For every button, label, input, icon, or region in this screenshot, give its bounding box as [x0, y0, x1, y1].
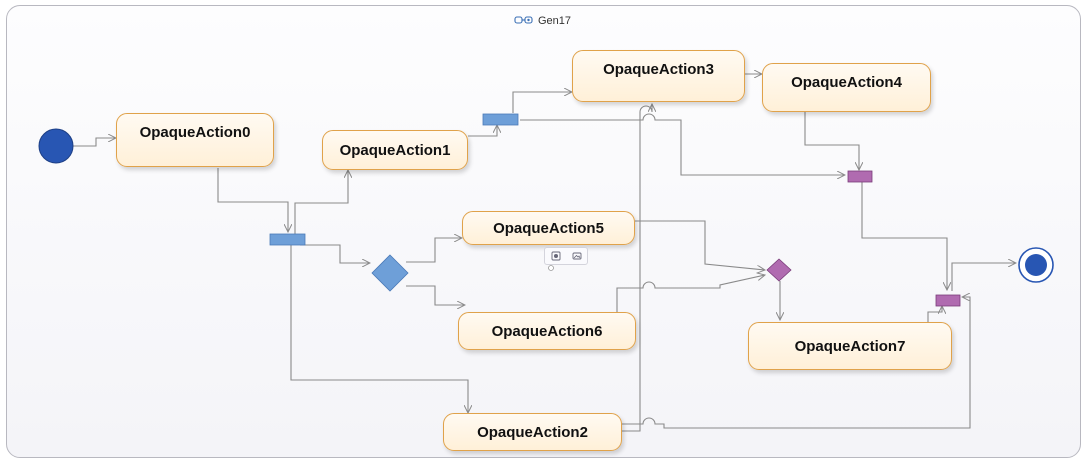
action-label: OpaqueAction4	[791, 74, 902, 91]
edge-fork-a-action2[interactable]	[290, 245, 468, 413]
edge-action2-action3[interactable]	[622, 104, 652, 432]
action-node-6[interactable]: OpaqueAction6	[458, 312, 636, 350]
join-bar-b[interactable]	[935, 294, 961, 307]
edge-decision-action6[interactable]	[406, 285, 465, 305]
action-label: OpaqueAction7	[794, 337, 906, 355]
edge-action5-merge[interactable]	[635, 220, 765, 270]
edge-decision-action5[interactable]	[406, 238, 462, 263]
action-node-7[interactable]: OpaqueAction7	[748, 322, 952, 370]
edge-join-b-final[interactable]	[951, 263, 1016, 291]
merge-node[interactable]	[766, 258, 792, 282]
edge-initial-action0[interactable]	[73, 138, 116, 147]
edge-action0-fork-a[interactable]	[217, 168, 288, 232]
edge-action4-join-a[interactable]	[804, 112, 859, 170]
edge-fork-a-decision[interactable]	[300, 244, 370, 263]
action-node-2[interactable]: OpaqueAction2	[443, 413, 622, 451]
element-mini-toolbar	[544, 247, 588, 265]
edge-fork-b-join-a[interactable]	[520, 113, 845, 175]
edge-action6-merge[interactable]	[616, 275, 765, 312]
decision-node[interactable]	[371, 254, 409, 292]
edge-action7-join-b[interactable]	[927, 306, 942, 322]
action-label: OpaqueAction1	[339, 141, 451, 159]
pin-icon[interactable]	[551, 251, 561, 261]
edge-action2-join-b[interactable]	[622, 297, 971, 429]
action-label: OpaqueAction5	[493, 219, 604, 237]
action-label: OpaqueAction3	[603, 61, 714, 78]
action-node-5[interactable]: OpaqueAction5	[462, 211, 635, 245]
fork-bar-a[interactable]	[269, 233, 306, 246]
join-bar-a[interactable]	[847, 170, 873, 183]
action-node-0[interactable]: OpaqueAction0	[116, 113, 274, 167]
initial-node[interactable]	[38, 128, 74, 164]
action-label: OpaqueAction2	[477, 423, 588, 441]
action-label: OpaqueAction6	[491, 322, 603, 340]
edge-fork-a-action1[interactable]	[294, 170, 348, 234]
edge-action1-fork-b[interactable]	[468, 125, 497, 137]
diagram-title: Gen17	[514, 11, 571, 31]
diagram-title-text: Gen17	[538, 15, 572, 27]
action-label: OpaqueAction0	[139, 124, 251, 141]
anchor-handle-icon[interactable]	[547, 264, 555, 272]
fork-bar-b[interactable]	[482, 113, 519, 126]
image-icon[interactable]	[572, 251, 582, 261]
edge-fork-b-action3[interactable]	[512, 92, 572, 113]
action-node-1[interactable]: OpaqueAction1	[322, 130, 468, 170]
activity-final-node[interactable]	[1018, 247, 1054, 283]
action-node-3[interactable]: OpaqueAction3	[572, 50, 745, 102]
action-node-4[interactable]: OpaqueAction4	[762, 63, 931, 112]
activity-diagram-icon	[514, 16, 533, 24]
edge-join-a-join-b[interactable]	[861, 182, 947, 290]
